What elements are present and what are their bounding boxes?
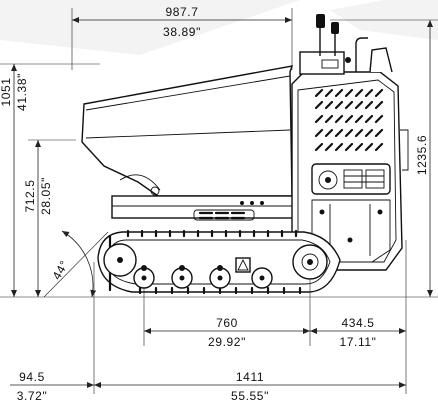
front-overhang-in: 3.72": [17, 389, 48, 403]
frame-height-mm: 1235.6: [415, 135, 429, 175]
approach-angle: 44°: [49, 258, 71, 282]
engine-window: [311, 163, 391, 195]
total-height-mm: 1051: [0, 77, 13, 106]
front-overhang-dimension: 94.5 3.72": [10, 262, 95, 403]
tracked-dumper: [81, 14, 409, 295]
front-overhang-mm: 94.5: [19, 370, 45, 384]
rear-overhang-dimension: 434.5 17.11": [310, 316, 406, 349]
load-height-dimension: 712.5 28.05": [23, 139, 76, 297]
control-levers: [299, 14, 393, 75]
overall-length-mm: 987.7: [165, 5, 198, 19]
warning-triangle-icon: [235, 257, 251, 273]
total-length-in: 55.55": [231, 389, 269, 403]
track-center-dimension: 760 29.92": [143, 240, 407, 349]
rear-overhang-in: 17.11": [340, 335, 377, 349]
total-height-dimension: 1051 41.38": [0, 63, 100, 297]
chassis-vents: [198, 211, 246, 220]
overall-length-in: 38.89": [163, 25, 201, 39]
track-center-in: 29.92": [208, 335, 246, 349]
total-height-in: 41.38": [15, 73, 29, 111]
chassis-frame: [111, 195, 313, 219]
engine-louvers: [314, 88, 384, 152]
frame-height-dimension: 1235.6: [330, 19, 438, 297]
total-length-mm: 1411: [236, 370, 264, 384]
rear-overhang-mm: 434.5: [341, 316, 374, 330]
overall-length-dimension: 987.7 38.89": [71, 5, 293, 70]
total-length-dimension: 1411 55.55": [94, 346, 407, 403]
load-height-mm: 712.5: [23, 179, 37, 212]
background-watermark: [0, 0, 438, 55]
load-height-in: 28.05": [39, 177, 53, 215]
track-center-mm: 760: [216, 316, 238, 330]
